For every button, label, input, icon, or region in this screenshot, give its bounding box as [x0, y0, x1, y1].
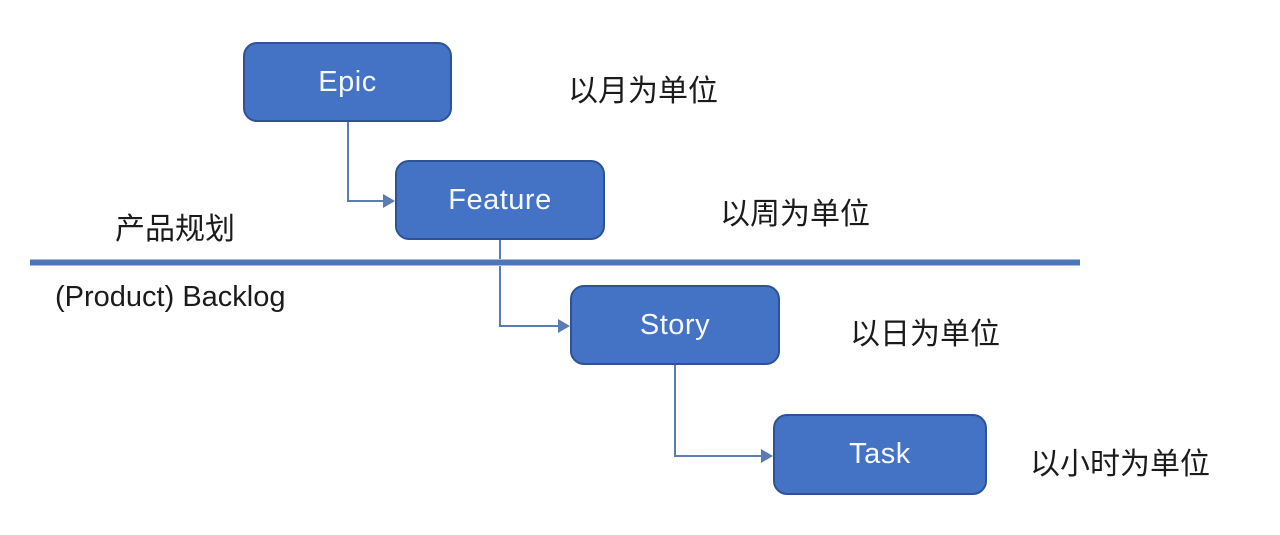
- story-node-label: Story: [639, 308, 711, 341]
- epic-unit-label: 以月为单位: [568, 75, 718, 108]
- connector-feature-story-horizontal: [499, 325, 558, 327]
- connector-story-task-horizontal: [674, 455, 761, 457]
- connector-epic-feature-vertical: [347, 122, 349, 202]
- task-unit-label: 以小时为单位: [1030, 448, 1210, 481]
- feature-unit-label: 以周为单位: [720, 198, 870, 231]
- epic-node-label: Epic: [318, 65, 377, 98]
- feature-node-label: Feature: [448, 183, 552, 216]
- connector-feature-story-vertical: [499, 240, 501, 327]
- arrow-right-icon: [761, 449, 773, 463]
- product-planning-label: 产品规划: [115, 213, 235, 246]
- arrow-right-icon: [383, 194, 395, 208]
- planning-backlog-divider: [30, 260, 1080, 265]
- arrow-right-icon: [558, 319, 570, 333]
- epic-node: Epic: [243, 42, 452, 122]
- product-backlog-label: (Product) Backlog: [55, 281, 286, 313]
- connector-story-task-vertical: [674, 365, 676, 457]
- task-node-label: Task: [849, 438, 911, 470]
- connector-epic-feature-horizontal: [347, 200, 383, 202]
- story-node: Story: [570, 285, 780, 365]
- story-unit-label: 以日为单位: [850, 318, 1000, 351]
- task-node: Task: [773, 414, 987, 495]
- feature-node: Feature: [395, 160, 605, 240]
